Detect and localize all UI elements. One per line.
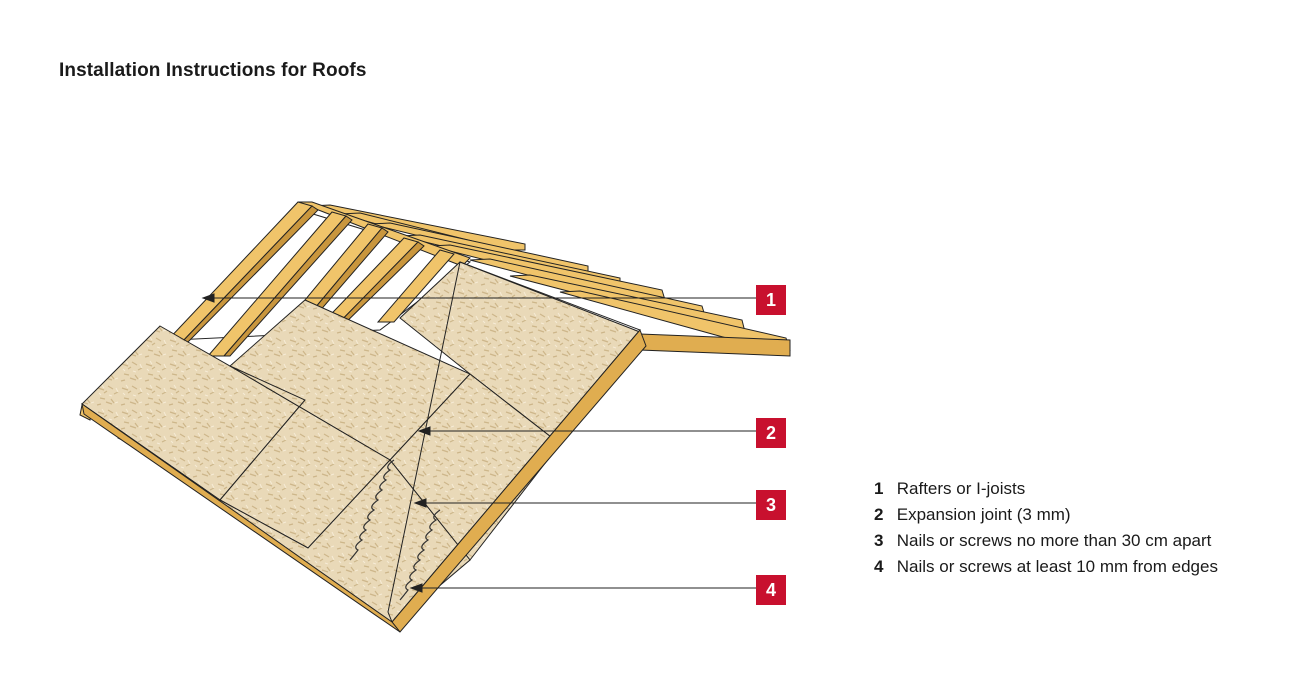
legend-label: Expansion joint (3 mm) [896,505,1071,524]
legend-number: 3 [874,531,884,550]
legend-label: Nails or screws no more than 30 cm apart [896,531,1212,550]
nailing-lines [349,459,441,601]
fascia-board [81,261,647,633]
osb-panels [81,261,641,627]
callout-badge-4: 4 [756,575,786,605]
callout-badge-3: 3 [756,490,786,520]
legend-item-2: 2 Expansion joint (3 mm) [874,502,1218,528]
gable-rafters [309,204,791,357]
callout-leaders [201,293,756,593]
legend: 1 Rafters or I-joists 2 Expansion joint … [874,476,1218,580]
legend-item-1: 1 Rafters or I-joists [874,476,1218,502]
legend-item-4: 4 Nails or screws at least 10 mm from ed… [874,554,1218,580]
legend-item-3: 3 Nails or screws no more than 30 cm apa… [874,528,1218,554]
legend-label: Nails or screws at least 10 mm from edge… [896,557,1218,576]
callout-badge-2: 2 [756,418,786,448]
page-title: Installation Instructions for Roofs [59,60,367,81]
legend-number: 1 [874,479,884,498]
callout-badge-1: 1 [756,285,786,315]
legend-number: 4 [874,557,884,576]
legend-number: 2 [874,505,884,524]
legend-label: Rafters or I-joists [896,479,1026,498]
